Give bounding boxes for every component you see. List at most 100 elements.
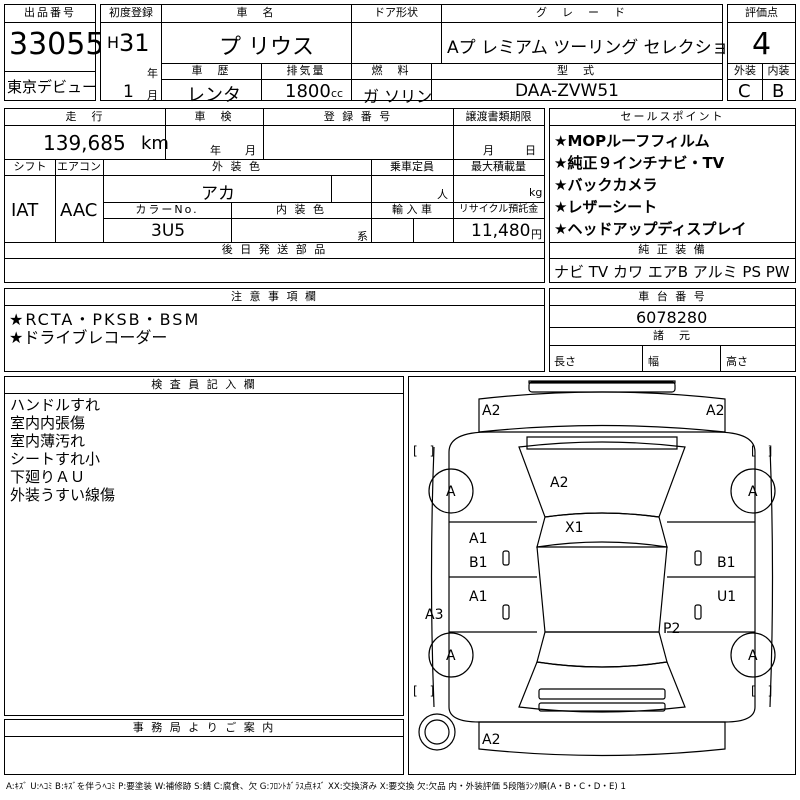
displacement: 1800 [285,81,331,102]
history-label: 車 歴 [191,64,231,77]
mileage: 139,685 [43,131,126,155]
mark-right-rear-door: U1 [717,589,736,605]
inspector-item: 室内薄汚れ [10,432,86,450]
mark-wheel: A [446,648,456,664]
fuel: ガ ソリン [363,87,433,106]
equipment-value: ナビ TV カワ エアB アルミ PS PW [554,263,790,281]
ac-label: エアコン [57,160,101,173]
color-no: 3U5 [151,221,186,241]
fuel-label: 燃 料 [371,64,411,77]
score-box: 評価点 4 外装 内装 C B [727,4,796,102]
score: 4 [752,27,772,62]
sales-point-item: ★純正９インチナビ・TV [554,154,725,172]
bracket-mark: [ ] [751,444,772,458]
import-label: 輸 入 車 [392,203,432,216]
manual-month-unit: 月 [483,144,494,157]
inspector-item: 室内内張傷 [10,414,86,432]
length-label: 長さ [554,355,576,368]
max-load-label: 最大積載量 [471,160,526,173]
mark-rear: A2 [482,732,500,748]
mark-left-front-door-a: A1 [469,531,487,547]
notes-box: 注 意 事 項 欄 ★RCTA・PKSB・BSM ★ドライブレコーダー [4,288,545,372]
height-label: 高さ [726,355,748,368]
color-no-label: カラーNo. [135,203,199,216]
note-item: ★ドライブレコーダー [9,328,168,347]
ac: AAC [60,200,98,221]
notes-label: 注 意 事 項 欄 [231,290,318,303]
inspector-item: 下廻りＡＵ [10,468,86,486]
capacity-label: 乗車定員 [390,160,434,173]
reg-label: 登 録 番 号 [323,110,393,123]
inspection-month-unit: 月 [245,144,256,157]
ext-color-label: 外 装 色 [212,160,262,173]
recycle: 11,480 [471,221,531,241]
shift-label: シフト [13,160,47,173]
inspector-item: ハンドルすれ [10,396,101,414]
door-label: ドア形状 [374,6,418,19]
bracket-mark: [ ] [413,684,434,698]
bracket-mark: [ ] [413,444,434,458]
month-value: 1 [123,82,134,102]
office-label: 事 務 局 よ り ご 案 内 [132,721,276,734]
mark-left-front-door-b: B1 [469,555,488,571]
sales-points-box: セールスポイント ★MOPルーフフィルム ★純正９インチナビ・TV ★バックカメ… [549,108,796,283]
event-label: 東京デビュー [7,78,98,96]
ext-color: アカ [201,184,235,204]
mark-front-right: A2 [706,403,724,419]
displacement-label: 排気量 [286,64,326,77]
first-reg-label: 初度登録 [109,6,153,19]
era: H [107,33,120,52]
car-name: プ リウス [219,35,314,60]
score-label: 評価点 [745,6,778,19]
lot-label: 出品番号 [24,6,76,19]
lot-number: 33055 [9,27,105,62]
specs-label: 諸 元 [653,329,692,342]
manual-day-unit: 日 [525,144,536,157]
shift: IAT [11,200,39,221]
note-item: ★RCTA・PKSB・BSM [9,310,201,329]
year-unit: 年 [147,67,158,80]
office-box: 事 務 局 よ り ご 案 内 [4,719,404,775]
interior-label: 内装 [767,64,790,77]
chassis-label: 車 台 番 号 [638,290,707,303]
inspection-label: 車 検 [194,110,234,123]
car-diagram: A2 A2 A2 X1 A1 B1 B1 A1 U1 A3 P2 A2 A A … [413,380,776,757]
model: DAA-ZVW51 [515,81,620,101]
manual-label: 譲渡書類期限 [465,110,532,123]
int-color-unit: 系 [357,230,368,243]
inspector-label: 検 査 員 記 入 欄 [151,378,257,391]
mark-wheel: A [446,484,456,500]
chassis-box: 車 台 番 号 6078280 諸 元 長さ 幅 高さ [549,288,796,372]
int-color-label: 内 装 色 [276,203,326,216]
mileage-unit: km [141,133,169,154]
mark-left-quarter: A3 [425,607,443,623]
mark-front-left: A2 [482,403,500,419]
equipment-label: 純 正 装 備 [638,243,707,256]
legend: A:ｷｽﾞ U:ﾍｺﾐ B:ｷｽﾞを伴うﾍｺﾐ P:要塗装 W:補修跡 S:錆 … [6,782,626,792]
capacity-unit: 人 [437,188,448,201]
grade-label: グ レ ー ド [536,6,627,19]
inspector-item: シートすれ小 [10,450,101,468]
mark-hood: A2 [550,475,568,491]
model-label: 型 式 [557,64,596,77]
mark-wheel: A [748,484,758,500]
mark-trunk: P2 [663,621,680,637]
displacement-unit: cc [331,87,344,100]
sales-point-item: ★MOPルーフフィルム [554,132,710,150]
sales-point-item: ★バックカメラ [554,176,658,194]
history: レンタ [187,85,241,106]
sales-points-label: セールスポイント [620,110,725,123]
mark-roof: X1 [565,520,584,536]
mileage-label: 走 行 [65,110,105,123]
details-box: 走 行 139,685 km 車 検 年 月 登 録 番 号 譲渡書類期限 月 … [4,108,545,283]
year-value: 31 [119,29,150,57]
car-name-label: 車 名 [236,6,276,19]
exterior-label: 外装 [734,64,756,77]
inspector-item: 外装うすい線傷 [10,486,116,504]
mark-left-rear-door: A1 [469,589,487,605]
chassis-value: 6078280 [636,308,708,327]
later-parts-label: 後 日 発 送 部 品 [221,243,328,256]
grade: Aプ レミアム ツーリング セレクション [447,38,746,58]
recycle-unit: 円 [531,228,542,241]
diagram-box: A2 A2 A2 X1 A1 B1 B1 A1 U1 A3 P2 A2 A A … [408,376,796,775]
